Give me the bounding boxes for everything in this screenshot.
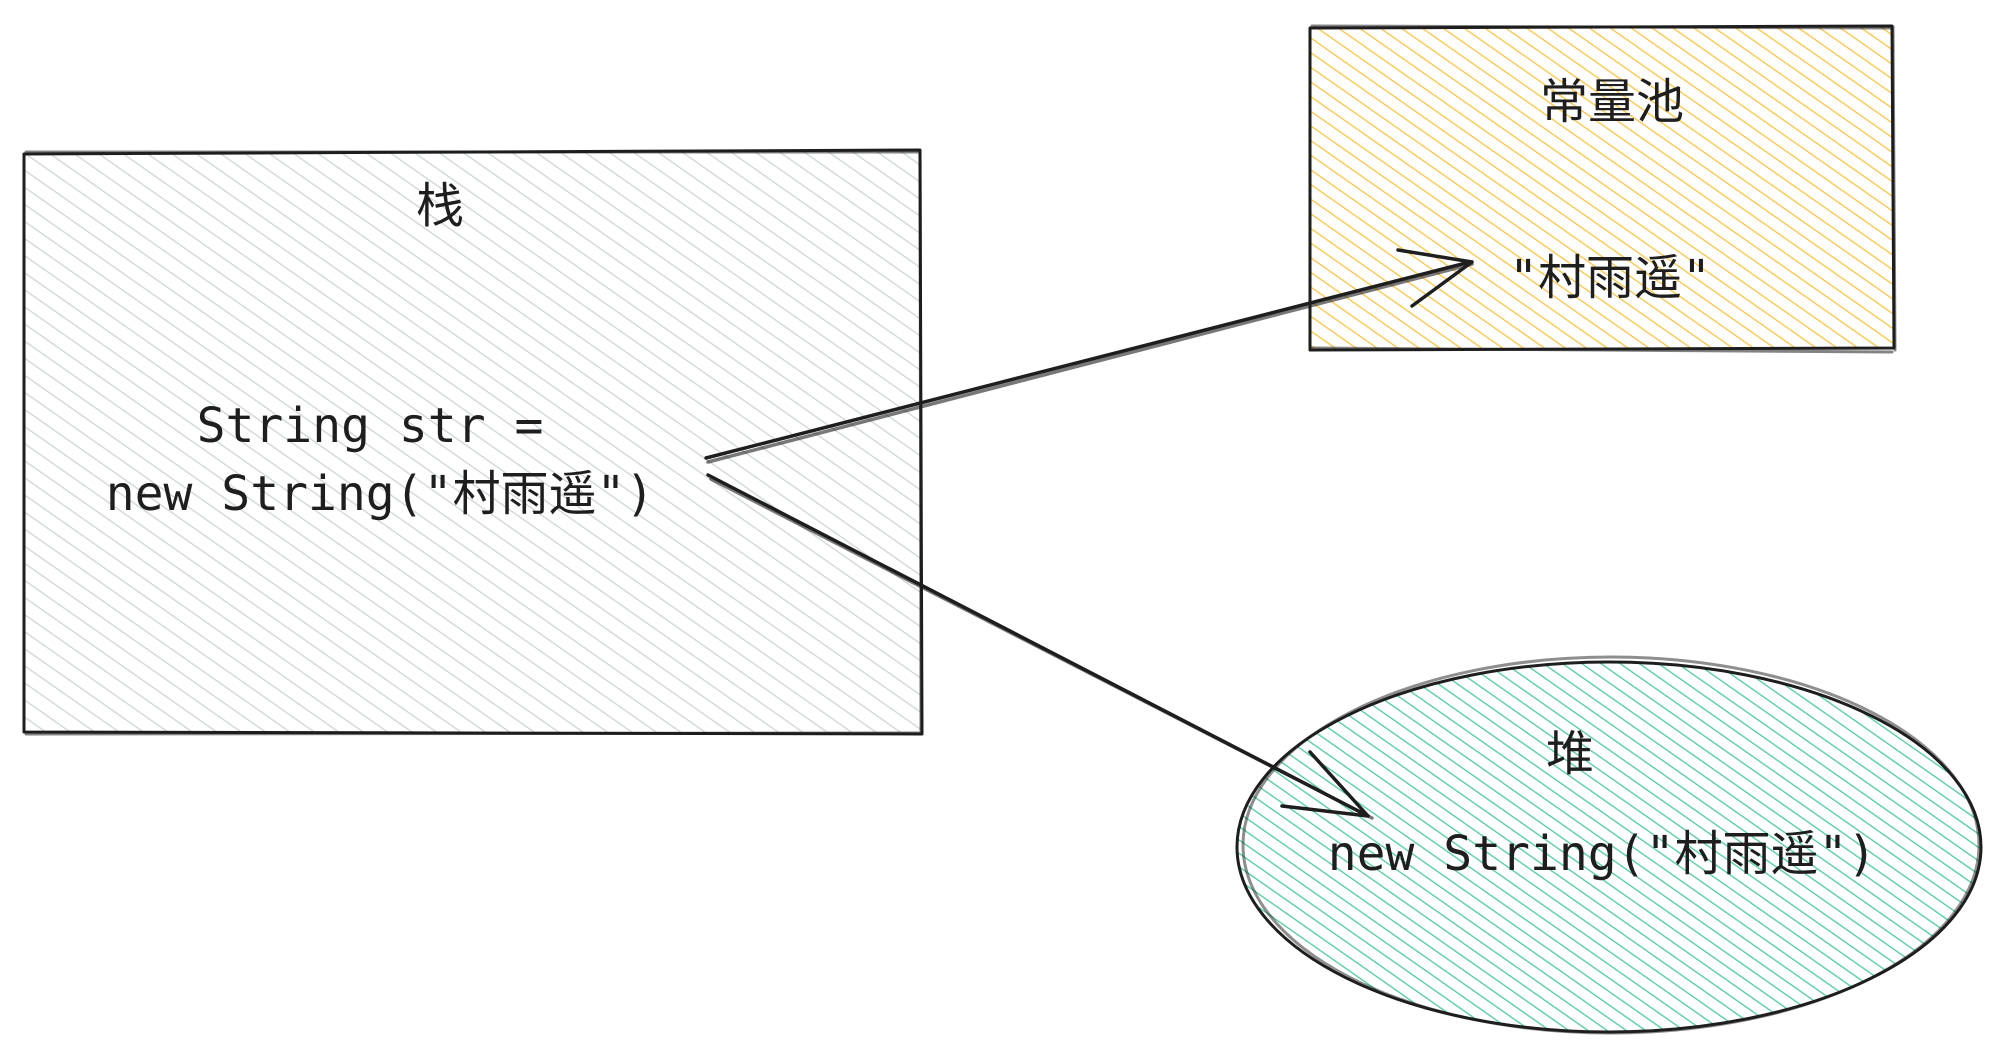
heap-title: 堆 <box>1546 726 1594 782</box>
constant-pool-box: 常量池 "村雨遥" <box>1308 24 1897 354</box>
arrowhead-heap <box>1280 750 1370 818</box>
stack-code-line-1: String str = <box>197 398 544 454</box>
heap-ellipse: 堆 new String("村雨遥") <box>1235 655 1983 1035</box>
arrowhead-constant-pool <box>1396 248 1474 308</box>
arrow-to-heap <box>706 473 1374 820</box>
stack-title: 栈 <box>416 178 464 234</box>
constant-pool-value: "村雨遥" <box>1509 250 1711 306</box>
heap-value: new String("村雨遥") <box>1328 826 1877 882</box>
stack-code-line-2: new String("村雨遥") <box>106 466 655 522</box>
constant-pool-title: 常量池 <box>1540 74 1684 130</box>
arrow-to-constant-pool <box>704 248 1474 464</box>
